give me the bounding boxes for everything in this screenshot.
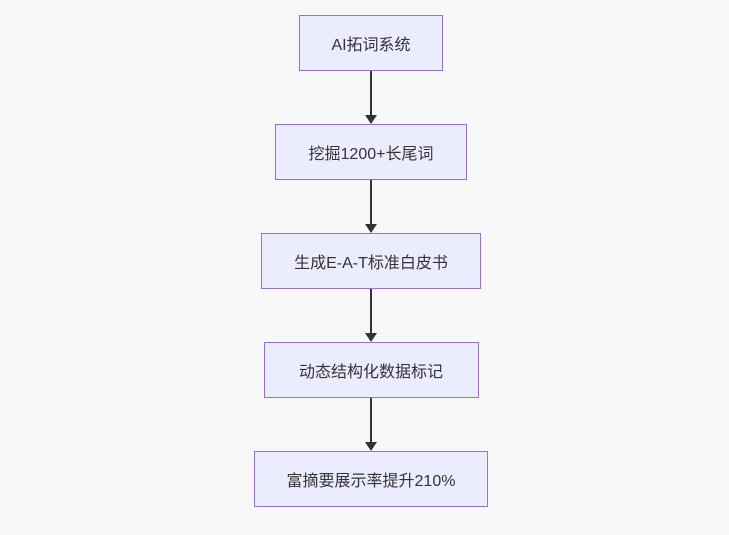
- flow-node-label: 富摘要展示率提升210%: [286, 473, 456, 490]
- flow-node-label: 动态结构化数据标记: [298, 364, 443, 381]
- flow-arrow-2: [365, 180, 377, 233]
- arrow-head-icon: [365, 224, 377, 233]
- flow-arrow-4: [365, 398, 377, 451]
- flow-node-rich-snippet-rate-increase: 富摘要展示率提升210%: [254, 451, 488, 507]
- flow-arrow-3: [365, 289, 377, 342]
- flow-arrow-1: [365, 71, 377, 124]
- flow-node-dynamic-structured-data-markup: 动态结构化数据标记: [263, 342, 479, 398]
- flow-node-label: 生成E-A-T标准白皮书: [294, 255, 448, 272]
- arrow-line: [370, 398, 372, 442]
- arrow-line: [370, 180, 372, 224]
- arrow-line: [370, 71, 372, 115]
- flow-node-label: AI拓词系统: [331, 37, 411, 54]
- flow-node-label: 挖掘1200+长尾词: [308, 146, 434, 163]
- arrow-line: [370, 289, 372, 333]
- flow-node-generate-eat-whitepaper: 生成E-A-T标准白皮书: [261, 233, 481, 289]
- arrow-head-icon: [365, 333, 377, 342]
- flow-node-ai-word-expansion-system: AI拓词系统: [299, 15, 443, 71]
- arrow-head-icon: [365, 442, 377, 451]
- flowchart: AI拓词系统 挖掘1200+长尾词 生成E-A-T标准白皮书 动态结构化数据标记…: [254, 15, 488, 507]
- arrow-head-icon: [365, 115, 377, 124]
- flow-node-mine-longtail-keywords: 挖掘1200+长尾词: [275, 124, 467, 180]
